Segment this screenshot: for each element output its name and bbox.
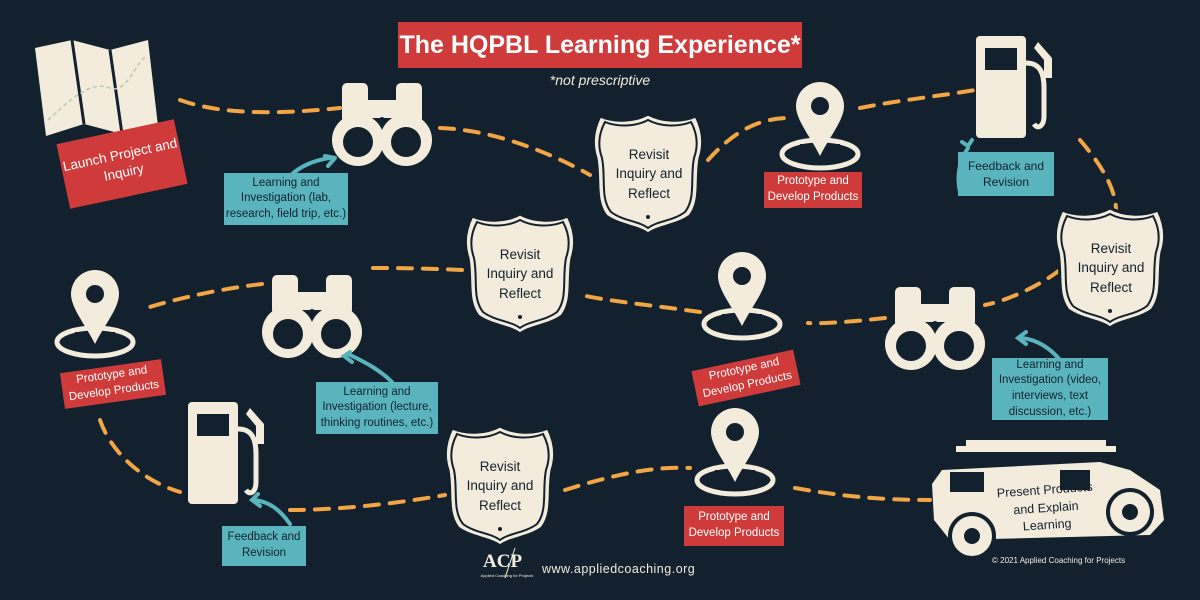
acp-logo-subtitle: Applied Coaching for Projects xyxy=(480,573,534,578)
prototype-label-1: Prototype and Develop Products xyxy=(764,172,862,208)
location-pin-icon xyxy=(782,82,858,168)
location-pin-icon xyxy=(57,270,133,356)
website-url[interactable]: www.appliedcoaching.org xyxy=(542,562,696,576)
location-pin-icon xyxy=(704,252,780,338)
learning-investigation-label-3: Learning and Investigation (video, inter… xyxy=(992,358,1108,420)
revisit-reflect-text-4: Revisit Inquiry and Reflect xyxy=(466,458,534,513)
learning-investigation-label-2: Learning and Investigation (lecture, thi… xyxy=(316,382,438,434)
binoculars-icon xyxy=(262,275,362,358)
binoculars-icon xyxy=(885,287,985,370)
page-title: The HQPBL Learning Experience* xyxy=(398,22,802,68)
acp-logo: ACP xyxy=(483,551,523,572)
subtitle: *not prescriptive xyxy=(549,72,651,88)
binoculars-icon xyxy=(332,83,432,166)
map-icon xyxy=(35,39,158,136)
location-pin-icon xyxy=(697,408,773,494)
learning-investigation-label-1: Learning and Investigation (lab, researc… xyxy=(224,173,348,225)
prototype-label-4: Prototype and Develop Products xyxy=(684,506,784,546)
feedback-label-2: Feedback and Revision xyxy=(222,526,306,566)
revisit-reflect-text-1: Revisit Inquiry and Reflect xyxy=(615,146,683,201)
gas-pump-icon xyxy=(188,402,264,504)
feedback-label-1: Feedback and Revision xyxy=(958,152,1054,196)
jeep-icon xyxy=(932,440,1164,560)
present-products-label: Present Products and Explain Learning xyxy=(996,479,1094,534)
revisit-reflect-text-2: Revisit Inquiry and Reflect xyxy=(486,246,554,301)
revisit-reflect-text-3: Revisit Inquiry and Reflect xyxy=(1077,240,1145,295)
gas-pump-icon xyxy=(976,36,1052,138)
journey-path xyxy=(98,88,1119,512)
copyright-notice: © 2021 Applied Coaching for Projects xyxy=(992,556,1126,565)
